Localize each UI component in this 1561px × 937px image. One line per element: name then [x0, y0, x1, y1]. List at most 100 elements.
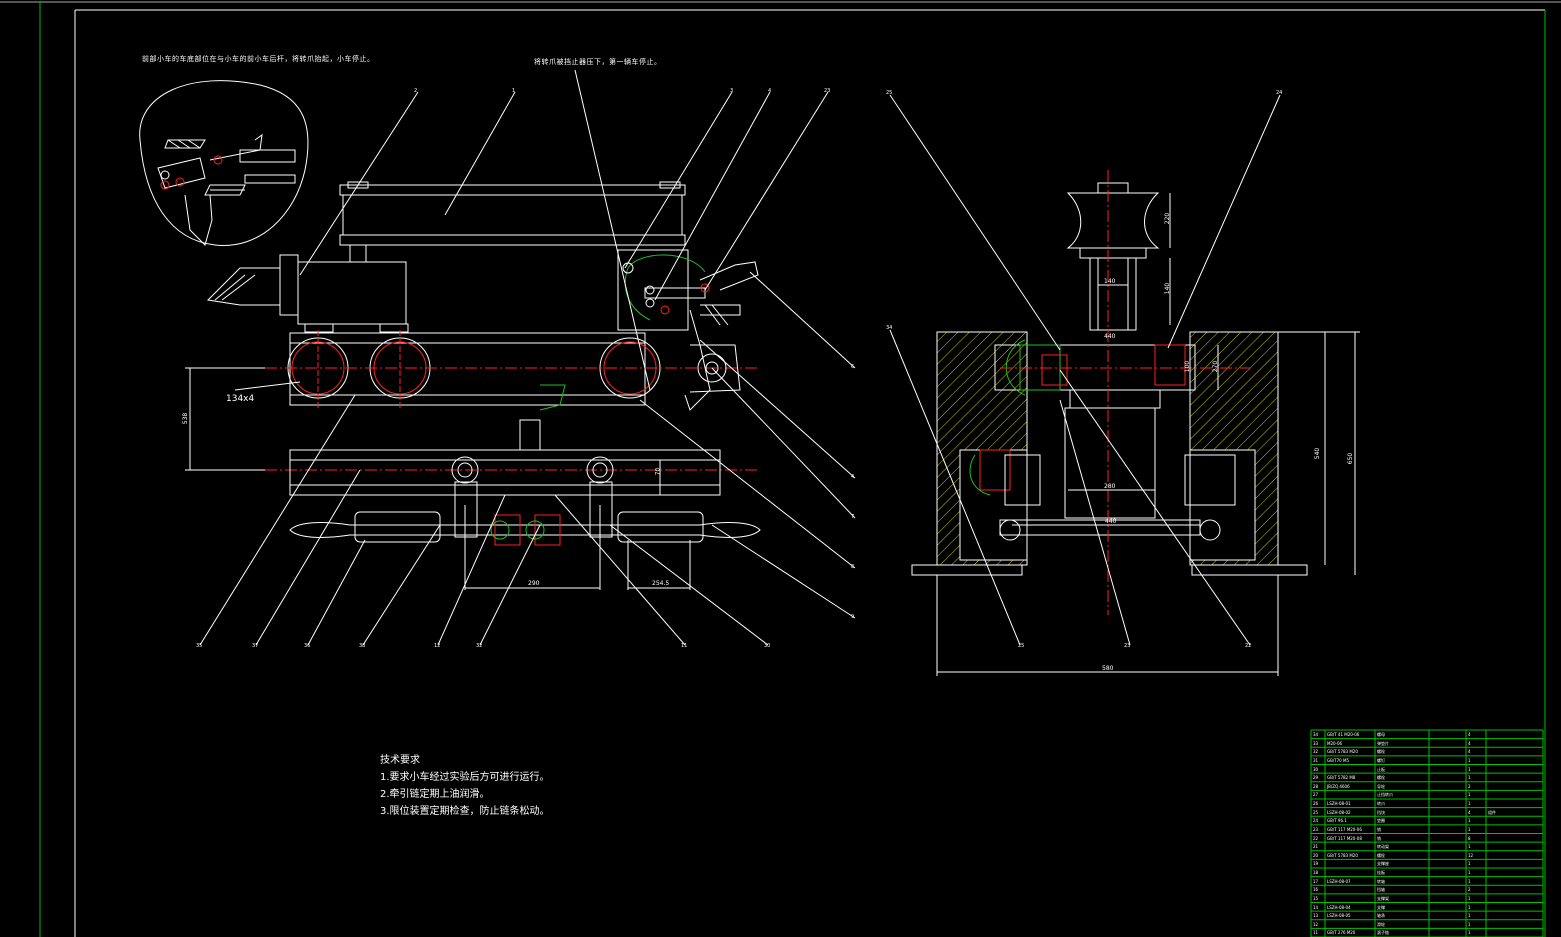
table-cell: 1 — [1468, 826, 1471, 832]
dim-rail-h: 70 — [654, 467, 662, 476]
table-cell: GB/T 117 M20-08 — [1327, 835, 1362, 841]
table-cell: 1 — [1468, 904, 1471, 910]
table-cell: 16 — [1313, 887, 1319, 893]
parts-table-grid — [1310, 729, 1544, 937]
dim-overall-width: 580 — [1102, 665, 1114, 672]
callout-number: 32 — [476, 643, 483, 649]
callout-number: 37 — [252, 643, 259, 649]
detail-outline — [139, 80, 309, 246]
callout-number: 25 — [886, 90, 893, 96]
table-cell: 14 — [1313, 904, 1319, 910]
table-cell: 螺栓 — [1377, 749, 1385, 755]
table-cell: 滑轮 — [1377, 921, 1385, 927]
table-cell: 轴承 — [1377, 913, 1385, 919]
callout-number: 24 — [1276, 90, 1283, 96]
tech-requirement-item: 2.牵引链定期上油润滑。 — [380, 789, 490, 800]
table-cell: 1 — [1468, 921, 1471, 927]
callout-number: 22 — [1245, 643, 1252, 649]
table-cell: 转动架 — [1377, 844, 1389, 850]
table-cell: 32 — [1313, 749, 1319, 755]
table-cell: GB/T 41 M20-06 — [1327, 732, 1360, 737]
dim-pitch-2: 254.5 — [652, 580, 670, 587]
callout-number: 9 — [851, 614, 855, 620]
table-cell: 组件 — [1488, 809, 1496, 815]
table-cell: 19 — [1313, 861, 1319, 867]
front-view — [139, 69, 856, 646]
table-cell: 1 — [1468, 878, 1471, 884]
note-top-left: 前部小车的车底部位在与小车的前小车后杆，将转爪抬起，小车停止。 — [142, 55, 375, 63]
callout-number: 11 — [681, 643, 688, 649]
callout-number: 6 — [851, 364, 855, 370]
table-cell: 止板 — [1377, 766, 1385, 772]
table-cell: 1 — [1468, 895, 1471, 901]
table-cell: M20-06 — [1327, 740, 1343, 746]
table-cell: 11 — [1313, 930, 1319, 936]
table-cell: 1 — [1468, 766, 1471, 772]
table-cell: 1 — [1468, 757, 1471, 763]
table-cell: 止挡转爪 — [1377, 792, 1393, 798]
callout-number: 23 — [1124, 643, 1131, 649]
callout-number: 4 — [851, 474, 855, 480]
table-cell: 22 — [1313, 835, 1319, 841]
table-cell: 20 — [1313, 852, 1319, 858]
table-cell: 21 — [1313, 844, 1319, 850]
table-cell: 4 — [1468, 732, 1471, 737]
table-cell: 31 — [1313, 757, 1319, 763]
table-cell: 2 — [1468, 887, 1471, 893]
table-cell: 挡轴 — [1377, 887, 1385, 893]
callout-number: 38 — [359, 643, 366, 649]
table-cell: 1 — [1468, 775, 1471, 781]
table-cell: 销 — [1377, 826, 1381, 832]
table-cell: GB/T 5783 M20 — [1327, 749, 1358, 755]
table-cell: 27 — [1313, 792, 1319, 798]
callout-number: 1 — [512, 88, 516, 94]
table-cell: LSZH-08-07 — [1327, 878, 1351, 884]
table-cell: 4 — [1468, 749, 1471, 755]
table-cell: 12 — [1468, 852, 1474, 858]
table-cell: GB/T 117 M20-06 — [1327, 826, 1362, 832]
table-cell: LSZH-08-04 — [1327, 904, 1351, 910]
table-cell: LSZH-08-01 — [1327, 801, 1351, 806]
table-cell: 挂板 — [1377, 870, 1385, 875]
dim-height-1: 540 — [1314, 447, 1322, 460]
table-cell: GB/T 5783 M20 — [1327, 852, 1358, 858]
dim-height-2: 650 — [1347, 452, 1355, 465]
callout-number: 36 — [304, 643, 311, 649]
callout-number: 8 — [851, 564, 855, 570]
table-cell: 垫圈 — [1377, 818, 1385, 824]
tech-requirements-title: 技术要求 — [380, 755, 420, 766]
dim-wheel-dia: 134x4 — [226, 394, 255, 404]
table-cell: 弹垫片 — [1377, 740, 1389, 746]
callout-number: 25 — [1018, 643, 1025, 649]
callout-number: 3 — [730, 88, 734, 94]
table-cell: 23 — [1313, 826, 1319, 832]
table-cell: 1 — [1468, 870, 1471, 875]
table-cell: 30 — [1313, 766, 1319, 772]
table-cell: 转爪 — [1377, 801, 1385, 806]
callout-number: 35 — [196, 643, 203, 649]
table-cell: 支撑架 — [1377, 895, 1389, 901]
dim-top-2: 140 — [1164, 282, 1172, 295]
callout-number: 34 — [886, 325, 893, 331]
table-cell: 34 — [1313, 732, 1319, 737]
table-cell: 1 — [1468, 792, 1471, 798]
table-cell: 支撑 — [1377, 904, 1385, 910]
table-cell: 销 — [1377, 835, 1381, 841]
table-cell: 支撑座 — [1377, 861, 1389, 867]
callout-number: 7 — [851, 514, 855, 520]
table-cell: 1 — [1468, 801, 1471, 806]
table-cell: 4 — [1468, 809, 1471, 815]
dim-inner-width-2: 280 — [1104, 483, 1116, 490]
table-cell: 2 — [1468, 783, 1471, 789]
table-cell: 18 — [1313, 870, 1319, 875]
table-cell: 螺栓 — [1377, 852, 1385, 858]
dim-top-3: 140 — [1104, 278, 1116, 285]
table-cell: 螺母 — [1377, 732, 1385, 737]
note-top-center: 将转爪被挡止器压下，第一辆车停止。 — [534, 58, 662, 66]
table-cell: 螺钉 — [1377, 757, 1385, 763]
dim-side-2: 270 — [1212, 360, 1220, 373]
table-cell: 1 — [1468, 913, 1471, 919]
